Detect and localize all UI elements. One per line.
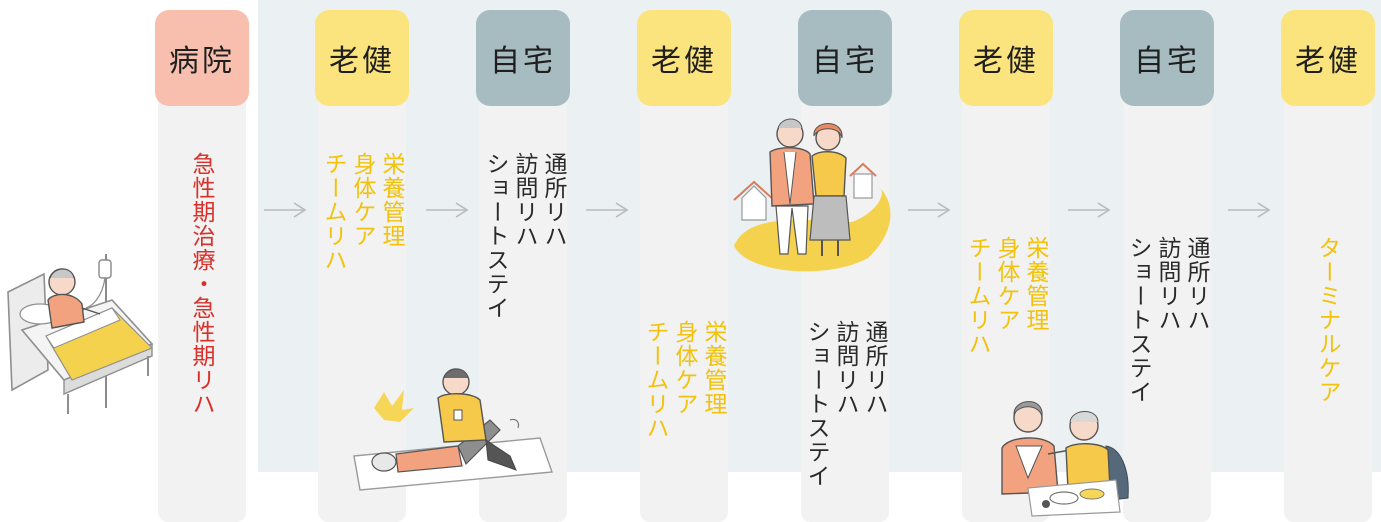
service-line: 栄養管理 (378, 152, 404, 248)
rouken-4-services: ターミナルケア (1312, 236, 1341, 404)
header-rouken-2: 老健 (637, 10, 731, 106)
header-home-3: 自宅 (1120, 10, 1214, 106)
patient-in-bed-illustration (7, 254, 154, 414)
home-2-services: 通所リハ 訪問リハ ショートステイ (801, 320, 888, 488)
service-line: 通所リハ (540, 152, 566, 248)
rouken-3-services: 栄養管理 身体ケア チームリハ (962, 236, 1049, 356)
service-line: 訪問リハ (1154, 236, 1180, 332)
arrow-right-icon (1068, 202, 1111, 218)
service-line: ショートステイ (803, 320, 829, 488)
service-line: ショートステイ (482, 152, 508, 320)
service-line: 訪問リハ (832, 320, 858, 416)
service-line: 身体ケア (671, 320, 697, 416)
arrow-right-icon (426, 202, 469, 218)
column-home-3 (1123, 100, 1211, 522)
column-rouken-4 (1284, 100, 1372, 522)
caregiver-feeding-illustration (1001, 401, 1129, 517)
service-line: チームリハ (964, 236, 990, 356)
rouken-2-services: 栄養管理 身体ケア チームリハ (640, 320, 727, 440)
arrow-right-icon (1228, 202, 1271, 218)
header-home-1: 自宅 (476, 10, 570, 106)
column-rouken-2 (640, 100, 728, 522)
service-line: 身体ケア (993, 236, 1019, 332)
service-line: 急性期治療・急性期リハ (188, 152, 214, 416)
header-home-2: 自宅 (798, 10, 892, 106)
therapist-rehab-illustration (353, 368, 553, 491)
header-rouken-4: 老健 (1281, 10, 1375, 106)
header-rouken-3: 老健 (959, 10, 1053, 106)
arrow-right-icon (586, 202, 629, 218)
column-rouken-1 (318, 100, 406, 522)
service-line: 身体ケア (349, 152, 375, 248)
rouken-1-services: 栄養管理 身体ケア チームリハ (318, 152, 405, 272)
service-line: ショートステイ (1125, 236, 1151, 404)
elderly-couple-walking-illustration (733, 118, 891, 272)
header-hospital: 病院 (155, 10, 249, 106)
home-1-services: 通所リハ 訪問リハ ショートステイ (480, 152, 567, 320)
service-line: 通所リハ (1183, 236, 1209, 332)
hospital-services: 急性期治療・急性期リハ (186, 152, 215, 416)
home-3-services: 通所リハ 訪問リハ ショートステイ (1123, 236, 1210, 404)
header-rouken-1: 老健 (315, 10, 409, 106)
service-line: 栄養管理 (700, 320, 726, 416)
arrow-right-icon (908, 202, 951, 218)
service-line: ターミナルケア (1314, 236, 1340, 404)
arrow-right-icon (264, 202, 307, 218)
service-line: 栄養管理 (1022, 236, 1048, 332)
service-line: チームリハ (642, 320, 668, 440)
service-line: 通所リハ (861, 320, 887, 416)
service-line: 訪問リハ (511, 152, 537, 248)
service-line: チームリハ (320, 152, 346, 272)
column-hospital (158, 100, 246, 522)
